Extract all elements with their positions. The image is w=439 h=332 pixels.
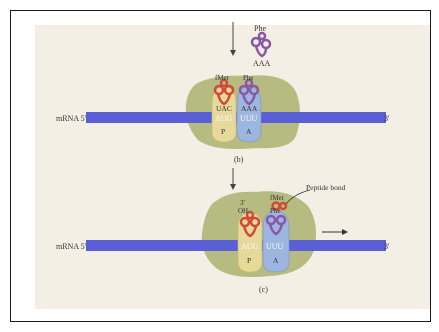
p-site-label-b: P xyxy=(221,127,225,136)
mrna-label-b: mRNA 5' xyxy=(56,114,87,123)
step-arrowhead xyxy=(230,184,236,190)
phe-label-b: Phe xyxy=(243,74,254,82)
panel-b: Phe AAA mRNA 5' 3' fMet Phe UAC AAA AUG … xyxy=(56,22,390,164)
fmet-label-b: fMet xyxy=(215,74,229,82)
a-site-label-b: A xyxy=(246,127,252,136)
incoming-arrowhead xyxy=(230,50,236,56)
a-anticodon-b: AAA xyxy=(241,104,258,113)
panel-c: mRNA 5' 3' 3' OH fMet Phe Peptide bond A… xyxy=(56,168,390,294)
peptide-bond-label: Peptide bond xyxy=(306,183,346,192)
mrna-3prime-b: 3' xyxy=(384,114,390,123)
translocation-arrowhead xyxy=(342,229,348,235)
mrna-label-c: mRNA 5' xyxy=(56,242,87,251)
incoming-trna-phe xyxy=(250,31,272,58)
a-site-b xyxy=(236,85,262,143)
incoming-anticodon-label: AAA xyxy=(253,59,271,68)
trna-deacylated-c xyxy=(239,210,261,238)
caption-c: (c) xyxy=(259,285,268,294)
p-codon-c: AUG xyxy=(241,242,259,251)
p-site-b xyxy=(211,85,237,143)
mrna-3prime-c: 3' xyxy=(384,242,390,251)
p-codon-b: AUG xyxy=(215,114,233,123)
a-site-label-c: A xyxy=(273,256,279,265)
fmet-label-c: fMet xyxy=(270,194,284,202)
phe-label-c: Phe xyxy=(270,207,281,215)
a-codon-b: UUU xyxy=(240,114,258,123)
caption-b: (b) xyxy=(234,155,244,164)
trna-phe-b xyxy=(238,78,260,106)
oh-prime-c: 3' xyxy=(240,199,245,207)
p-anticodon-b: UAC xyxy=(216,104,232,113)
mrna-band-c xyxy=(86,240,386,251)
a-codon-c: UUU xyxy=(266,242,284,251)
incoming-amino-acid-label: Phe xyxy=(254,24,266,33)
p-site-label-c: P xyxy=(247,256,251,265)
peptide-bond-pointer xyxy=(285,189,311,205)
trna-peptidyl-c xyxy=(265,201,288,236)
oh-label-c: OH xyxy=(238,207,248,215)
trna-fmet-b xyxy=(213,78,235,106)
